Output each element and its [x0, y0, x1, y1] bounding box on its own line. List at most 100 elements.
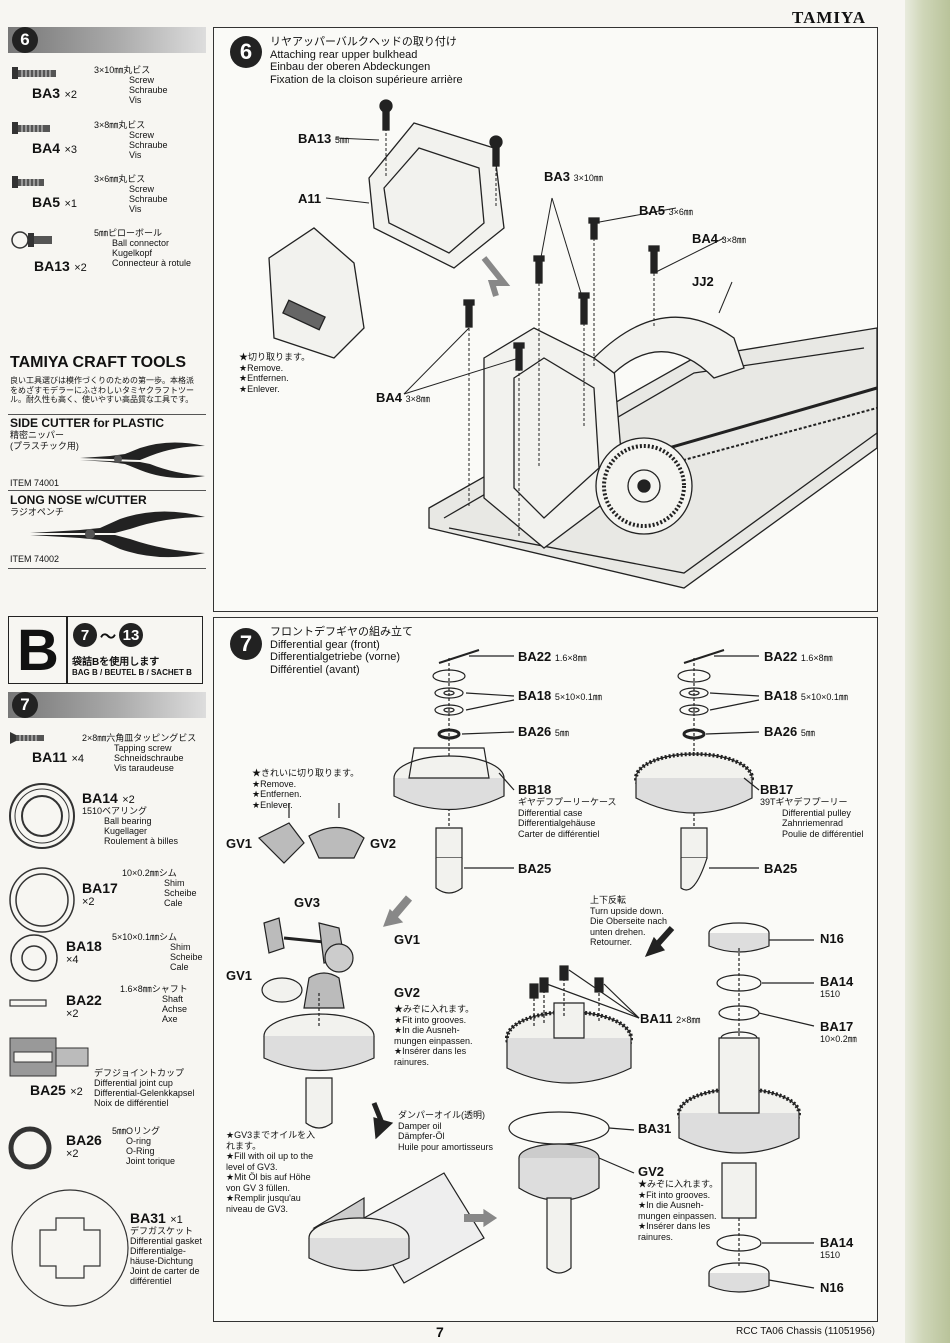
part-qty: ×2: [66, 1148, 79, 1160]
tools-title: TAMIYA CRAFT TOOLS: [10, 354, 186, 371]
step7-frame: 7 フロントデフギヤの組み立て Differential gear (front…: [213, 617, 878, 1322]
part-code: BA11: [32, 749, 68, 765]
step6-frame: 6 リヤアッパーバルクヘッドの取り付け Attaching rear upper…: [213, 27, 878, 612]
tool-name: SIDE CUTTER for PLASTIC: [10, 416, 165, 430]
label-ba14: BA14: [820, 974, 854, 989]
label-gv1: GV1: [226, 836, 253, 851]
tools-intro: ル。耐久性も高く、使いやすい高品質な工具です。: [10, 395, 194, 404]
part-en: Shaft: [162, 994, 184, 1004]
part-fr: Vis: [129, 204, 142, 214]
note-fill: level of GV3.: [226, 1161, 278, 1172]
page-edge: [905, 0, 950, 1343]
part-code: BA22: [66, 992, 102, 1008]
divider: [8, 414, 206, 415]
part-en: Shim: [170, 942, 191, 952]
step7-big-badge: 7: [230, 628, 262, 660]
part-qty: ×4: [71, 753, 85, 765]
label-ba18: BA18: [764, 688, 798, 703]
note-oil: Dämpfer-Öl: [398, 1131, 445, 1141]
part-fr: Axe: [162, 1014, 178, 1024]
part-de: O-Ring: [126, 1146, 155, 1156]
part-code: BA26: [66, 1132, 102, 1148]
note-clean: ★きれいに切り取ります。: [252, 768, 360, 778]
label-ba25: BA25: [764, 861, 798, 876]
note-grooves: ★In die Ausneh-: [394, 1025, 460, 1035]
part-jp: 5㎜Oリング: [112, 1126, 161, 1136]
step-title-jp: フロントデフギヤの組み立て: [270, 626, 413, 638]
brand-logo: TAMIYA: [792, 8, 867, 27]
label-size: 1.6×8㎜: [800, 653, 833, 663]
label-n16: N16: [820, 931, 844, 946]
part-jp: デフガスケット: [130, 1226, 194, 1236]
part-qty: ×2: [70, 1086, 83, 1098]
note-remove: ★Entfernen.: [239, 373, 289, 383]
bb17-en: Differential pulley: [782, 807, 851, 818]
joint-cup-icon: [9, 1037, 89, 1077]
tool-jp: 精密ニッパー: [10, 430, 65, 440]
note-oil: Damper oil: [398, 1120, 442, 1131]
step-title-fr: Fixation de la cloison supérieure arrièr…: [270, 73, 463, 86]
step-title-en: Differential gear (front): [270, 638, 380, 651]
bag-letter: B: [8, 616, 68, 684]
note-grooves: ★Fit into grooves.: [394, 1014, 467, 1025]
tool-item-number: ITEM 74002: [10, 554, 60, 564]
part-jp: 1510ベアリング: [82, 806, 148, 816]
bag-range-start: 7: [73, 623, 97, 647]
tool-jp: (プラスチック用): [10, 440, 79, 451]
part-code: BA13: [34, 258, 70, 274]
label-size: 1510: [820, 1250, 841, 1260]
side-cutter-icon: [80, 442, 205, 478]
part-qty: ×1: [64, 198, 78, 210]
label-bb17: BB17: [760, 782, 794, 797]
screw-icon: [12, 176, 44, 188]
label-ba26: BA26: [518, 724, 552, 739]
note-oil: ダンパーオイル(透明): [398, 1110, 485, 1120]
part-code: BA14: [82, 790, 118, 806]
bb18-jp: ギヤデフプーリーケース: [518, 797, 617, 807]
tapping-screw-icon: [10, 732, 44, 744]
bag-tag: BAG B / BEUTEL B / SACHET B: [72, 668, 192, 677]
part-qty: ×4: [66, 954, 79, 966]
label-bb18: BB18: [518, 782, 552, 797]
step6-badge: 6: [12, 27, 38, 53]
label-size: 5×10×0.1㎜: [554, 692, 602, 702]
step-title-de: Differentialgetriebe (vorne): [270, 651, 401, 663]
label-ba13: BA13: [298, 131, 332, 146]
label-ba5: BA5: [639, 203, 666, 218]
note-fill: von GV 3 füllen.: [226, 1182, 291, 1193]
step-title-fr: Différentiel (avant): [270, 663, 360, 676]
label-gv3: GV3: [294, 895, 321, 910]
tools-intro: をめざすモデラーにふさわしいタミヤクラフトツー: [10, 385, 194, 395]
note-grooves: rainures.: [394, 1056, 430, 1067]
label-ba14: BA14: [820, 1235, 854, 1250]
bag-range-sep: 〜: [100, 629, 117, 646]
part-de: Differentialge-: [130, 1246, 186, 1256]
part-de: Schraube: [129, 85, 168, 95]
part-jp: デフジョイントカップ: [94, 1068, 185, 1078]
shim-icon: [9, 867, 75, 933]
long-nose-pliers-icon: [30, 511, 205, 558]
label-ba22: BA22: [518, 649, 552, 664]
part-jp: 3×8㎜丸ビス: [94, 120, 146, 130]
ball-bearing-icon: [9, 783, 75, 849]
note-grooves: ★Fit into grooves.: [638, 1189, 711, 1200]
label-n16: N16: [820, 1280, 844, 1295]
note-flip: unten drehen.: [590, 926, 646, 937]
model-footer: RCC TA06 Chassis (11051956): [736, 1326, 875, 1337]
note-fill: ★GV3までオイルを入: [226, 1130, 316, 1140]
label-ba3: BA3: [544, 169, 571, 184]
part-en: Differential joint cup: [94, 1078, 173, 1088]
part-en: Differential gasket: [130, 1236, 202, 1246]
label-gv1: GV1: [394, 932, 421, 947]
step-title-en: Attaching rear upper bulkhead: [270, 48, 418, 61]
shaft-icon: [9, 999, 47, 1007]
part-fr: Cale: [170, 962, 189, 972]
note-grooves: rainures.: [638, 1231, 674, 1242]
part-en: Shim: [164, 878, 185, 888]
part-fr: Joint torique: [126, 1156, 176, 1166]
